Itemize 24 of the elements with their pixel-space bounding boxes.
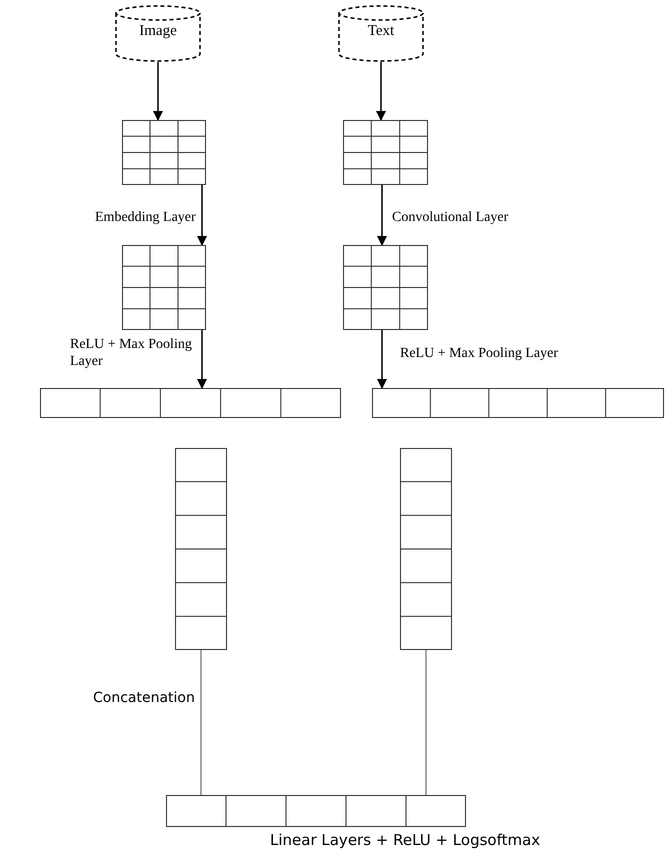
vector-bar [372,388,664,418]
data-source-cylinder [115,5,201,62]
arrow [377,185,387,246]
matrix-grid [122,120,206,185]
connector-line [200,650,202,795]
arrow [376,62,386,121]
connector-line [425,650,427,795]
node-label: Text [366,23,396,40]
vector-column [175,448,227,650]
matrix-grid [122,245,206,330]
vector-bar [40,388,341,418]
data-source-cylinder [338,5,424,62]
arrow [197,185,207,246]
matrix-grid [343,120,428,185]
node-label: Linear Layers + ReLU + Logsoftmax [270,832,540,849]
arrow [197,330,207,389]
edge-label: ReLU + Max Pooling Layer [70,336,195,370]
vector-column [400,448,452,650]
matrix-grid [343,245,428,330]
node-label: Image [138,23,178,40]
arrow [377,330,387,389]
vector-bar [166,795,466,827]
arrow [153,62,163,121]
edge-label: Embedding Layer [95,209,196,226]
